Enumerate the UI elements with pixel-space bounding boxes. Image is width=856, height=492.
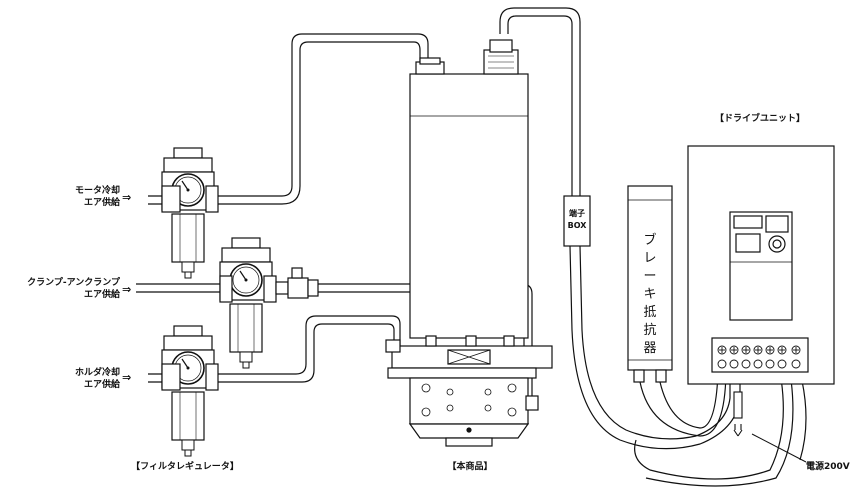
holder-cooling-label-1: ホルダ冷却 xyxy=(74,368,120,378)
filter-regulator-label: 【フィルタレギュレータ】 xyxy=(131,462,239,472)
motor-supply-arrow-icon: ⇒ xyxy=(122,191,132,204)
holder-supply-arrow-icon: ⇒ xyxy=(122,371,132,384)
clamp-label-2: エア供給 xyxy=(83,290,120,300)
terminal-box-label-2: BOX xyxy=(567,221,587,230)
brake-resistor-drawing xyxy=(627,185,673,383)
motor-cooling-label-2: エア供給 xyxy=(83,198,120,208)
drive-unit-label: 【ドライブユニット】 xyxy=(714,114,805,124)
power-supply-label: 電源200V xyxy=(806,462,850,472)
filter-regulator-holder xyxy=(161,325,219,457)
clamp-label-1: クランプ-アンクランプ xyxy=(27,278,120,288)
holder-cooling-label-2: エア供給 xyxy=(83,380,120,390)
terminal-box xyxy=(563,195,591,247)
drive-unit-drawing xyxy=(687,145,835,385)
motor-cooling-label-1: モータ冷却 xyxy=(74,186,120,196)
terminal-box-label-1: 端子 xyxy=(569,209,585,218)
clamp-supply-arrow-icon: ⇒ xyxy=(122,283,132,296)
filter-regulator-clamp xyxy=(219,237,277,369)
valve xyxy=(275,267,319,299)
filter-regulator-motor xyxy=(161,147,219,279)
main-product-label: 【本商品】 xyxy=(447,462,493,472)
brake-resistor-label: ブレーキ抵抗器 xyxy=(643,233,657,356)
main-product-drawing xyxy=(387,39,553,447)
